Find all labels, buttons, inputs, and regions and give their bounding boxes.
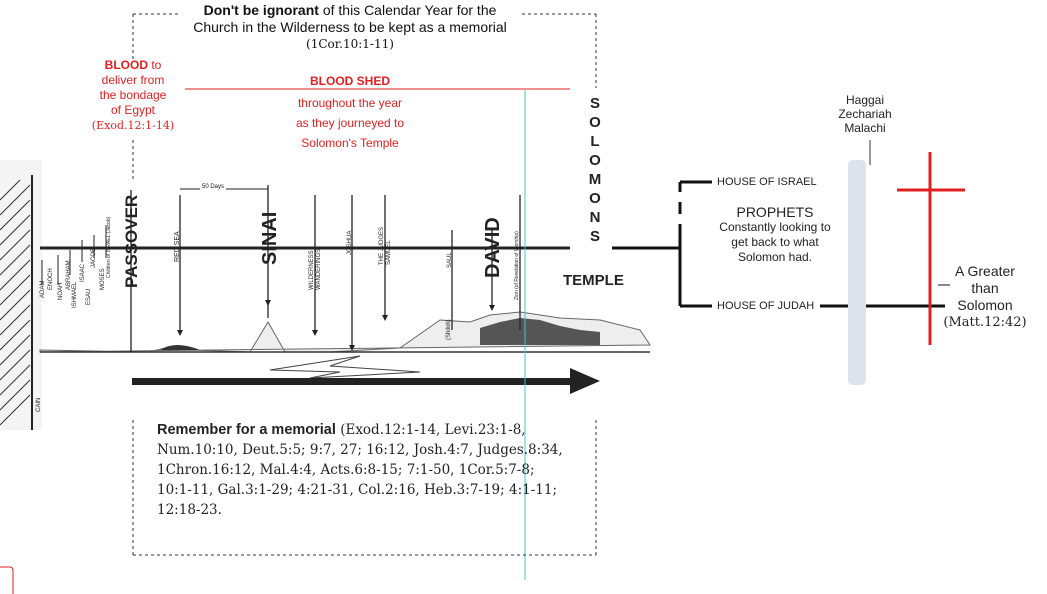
label-isaac: ISAAC xyxy=(80,263,86,282)
label-wilderness: WILDERNESS WANDERINGS xyxy=(309,248,322,290)
header-text: Don't be ignorant of this Calendar Year … xyxy=(170,2,530,53)
corner-mark xyxy=(0,566,14,594)
blood-ref: (Exod.12:1-14) xyxy=(91,119,175,132)
letter-s2: S xyxy=(589,228,600,245)
label-saul: SAUL xyxy=(447,252,453,268)
memorial-frame xyxy=(132,13,597,556)
cross-icon xyxy=(897,152,965,345)
house-of-israel: HOUSE OF ISRAEL xyxy=(717,176,817,188)
letter-o3: O xyxy=(589,190,601,207)
label-esau: ESAU xyxy=(86,288,92,305)
label-zion: Zion (of Revelation of Worship) xyxy=(514,231,520,300)
header-ref: (1Cor.10:1-11) xyxy=(306,37,394,51)
blood-shed-note: BLOOD SHED throughout the year as they j… xyxy=(260,71,440,153)
blood-note: BLOOD to deliver from the bondage of Egy… xyxy=(78,58,188,133)
kingdom-split xyxy=(612,180,945,308)
letter-n: N xyxy=(589,209,601,226)
letter-m: M xyxy=(588,171,602,188)
label-enoch: ENOCH xyxy=(48,268,54,290)
prophets-line2: get back to what xyxy=(731,235,819,249)
hatched-wall xyxy=(0,160,42,430)
letter-o1: O xyxy=(589,114,601,131)
later-prophets: Haggai Zechariah Malachi xyxy=(815,93,915,135)
letter-s1: S xyxy=(589,95,600,112)
label-shiloh: (Shiloh) xyxy=(446,319,452,340)
memorial-refs: (Exod.12:1-14, Levi.23:1-8, Num.10:10, D… xyxy=(157,422,563,518)
big-arrow xyxy=(132,368,600,394)
greater-line2: than xyxy=(971,280,999,296)
terrain xyxy=(39,311,651,379)
greater-line1: A Greater xyxy=(955,263,1015,279)
solomons-vertical: S O L O M O N S xyxy=(584,94,606,246)
label-adam: ADAM xyxy=(40,280,46,298)
prophet-zechariah: Zechariah xyxy=(838,107,892,121)
prophets-line3: Solomon had. xyxy=(737,250,813,264)
prophets-line1: Constantly looking to xyxy=(719,220,831,234)
header-line2: Church in the Wilderness to be kept as a… xyxy=(193,19,507,35)
letter-o2: O xyxy=(589,152,601,169)
header-line1: of this Calendar Year for the xyxy=(318,2,497,18)
label-david: DAVID xyxy=(482,217,504,278)
prophet-malachi: Malachi xyxy=(844,121,886,135)
blood-shed-line2: as they journeyed to xyxy=(295,116,405,130)
greater-line3: Solomon xyxy=(957,297,1013,313)
letter-l: L xyxy=(590,133,600,150)
memorial-bold: Remember for a memorial xyxy=(157,422,336,438)
label-cain: CAIN xyxy=(36,397,42,412)
header-bold: Don't be ignorant xyxy=(203,2,319,18)
label-judges: THE JUDGES SAMUEL xyxy=(379,226,392,265)
prophets-title: PROPHETS xyxy=(736,204,814,220)
house-of-judah: HOUSE OF JUDAH xyxy=(717,300,815,312)
blood-line3: the bondage xyxy=(99,88,167,102)
blood-bold: BLOOD xyxy=(104,58,148,72)
label-50-days: 50 Days xyxy=(200,184,227,190)
prophets-note: PROPHETS Constantly looking to get back … xyxy=(695,205,855,265)
temple-word: TEMPLE xyxy=(563,272,624,289)
label-noah: NOAH xyxy=(58,282,64,300)
blood-shed-line1: throughout the year xyxy=(297,96,403,110)
label-ishmael: ISHMAEL xyxy=(72,281,78,308)
greater-than-solomon: A Greater than Solomon (Matt.12:42) xyxy=(940,263,1030,331)
prophets-pillar xyxy=(848,160,866,385)
label-children: Children of ISRAEL (Jacob) xyxy=(106,216,112,278)
blood-shed-line3: Solomon's Temple xyxy=(301,136,399,150)
blood-shed-title: BLOOD SHED xyxy=(309,74,390,88)
blood-line4: of Egypt xyxy=(110,103,156,117)
label-joshua: JOSHUA xyxy=(347,230,353,255)
greater-ref: (Matt.12:42) xyxy=(943,315,1027,330)
label-passover: PASSOVER xyxy=(122,194,141,288)
blood-line1: to xyxy=(148,58,162,72)
label-jacob: JACOB xyxy=(91,247,97,268)
label-red-sea: RED SEA xyxy=(174,231,181,262)
prophet-haggai: Haggai xyxy=(845,93,885,107)
blood-line2: deliver from xyxy=(101,73,165,87)
label-sinai: SINAI xyxy=(259,211,281,265)
memorial-text: Remember for a memorial (Exod.12:1-14, L… xyxy=(157,420,567,520)
